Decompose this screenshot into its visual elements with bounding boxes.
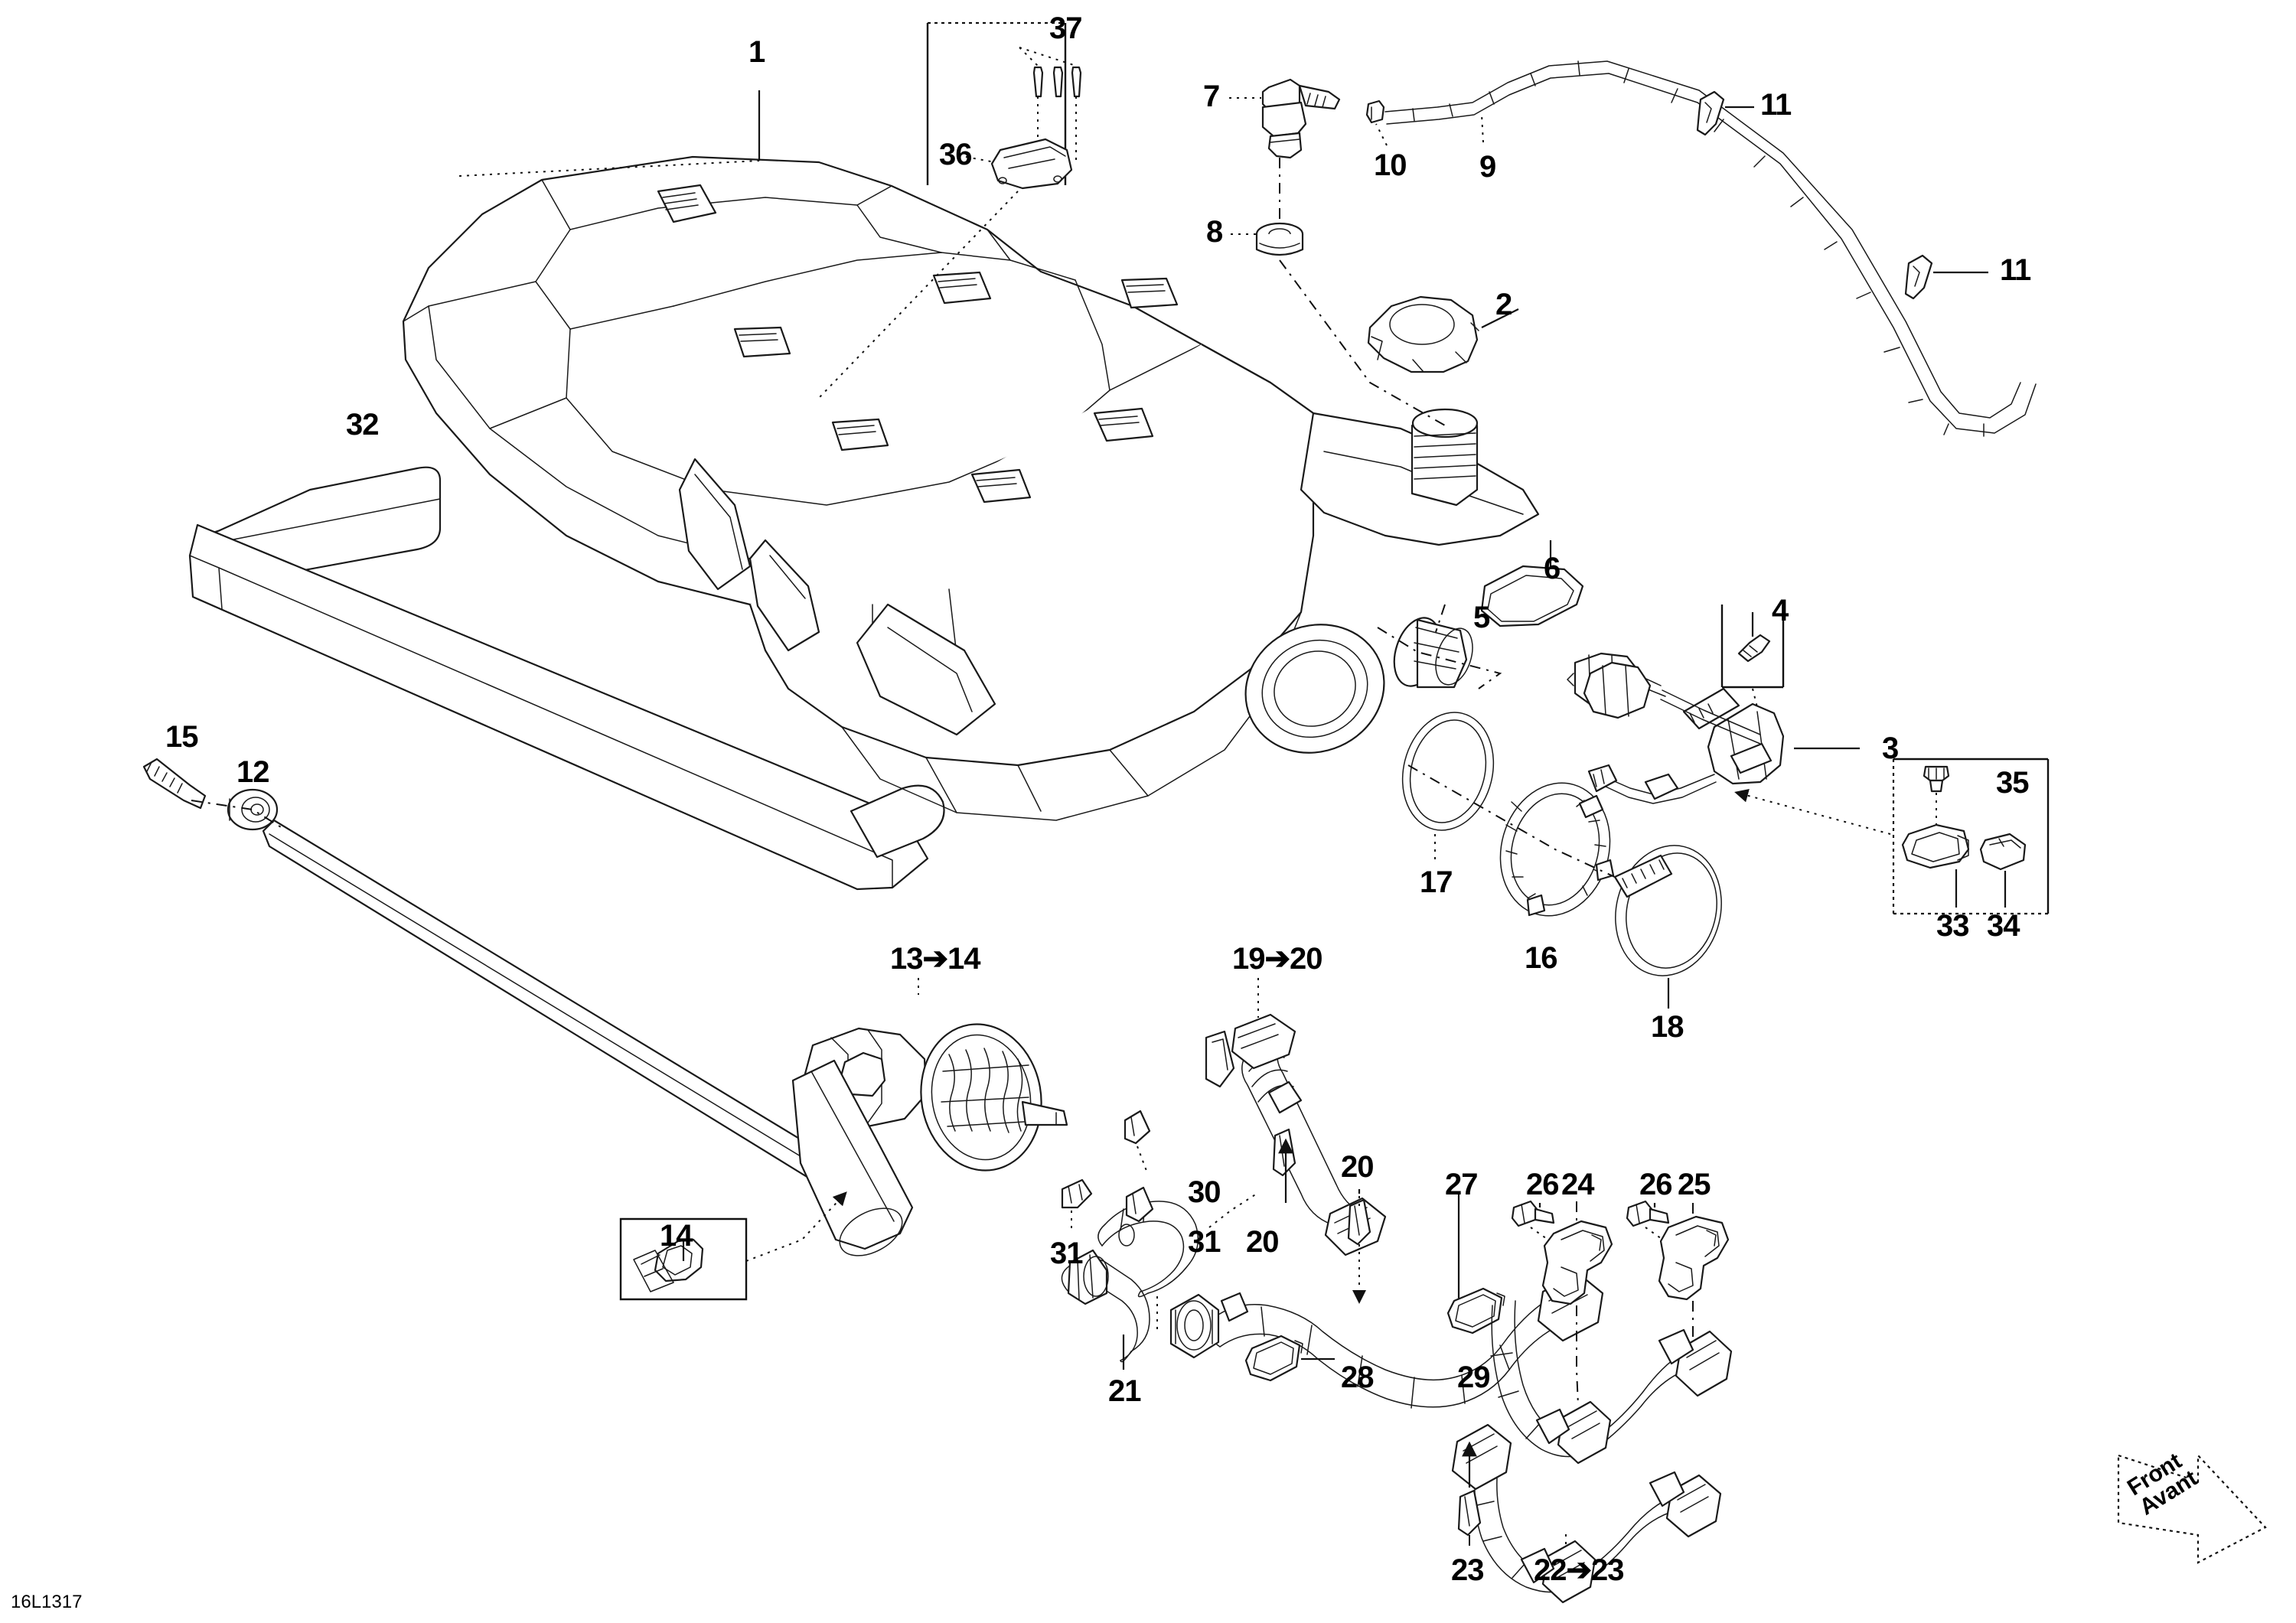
- callout-3: 3: [1882, 732, 1899, 765]
- part-33-clip: [1901, 823, 1970, 869]
- part-27-fuel-line: [1169, 1272, 1604, 1409]
- callout-9: 9: [1479, 150, 1496, 184]
- callout-31-a: 31: [1050, 1237, 1083, 1270]
- callout-1: 1: [748, 35, 765, 69]
- part-20-clamp-a: [1124, 1110, 1151, 1145]
- callout-37: 37: [1049, 11, 1082, 45]
- callout-16: 16: [1525, 941, 1557, 975]
- part-25-bracket: [1658, 1215, 1730, 1301]
- part-14-clamp: [633, 1238, 704, 1292]
- part-20-clamp-b: [1125, 1186, 1154, 1223]
- part-2-fuel-cap: [1367, 295, 1479, 373]
- part-36-bracket: [990, 138, 1073, 190]
- part-26-bolt-b: [1626, 1200, 1670, 1227]
- part-20-marker-left: [1272, 1128, 1296, 1203]
- part-21-elbow: [1061, 1249, 1150, 1363]
- callout-6: 6: [1544, 552, 1561, 585]
- callout-7: 7: [1203, 80, 1220, 113]
- callout-2: 2: [1495, 288, 1512, 321]
- tank-strap-handles: [657, 184, 1179, 504]
- part-20-marker-right: [1347, 1189, 1371, 1304]
- part-26-bolt-a: [1511, 1200, 1555, 1227]
- callout-26-a: 26: [1526, 1168, 1559, 1201]
- callout-29: 29: [1457, 1361, 1490, 1394]
- part-8-grommet: [1255, 222, 1304, 256]
- part-1-fuel-tank: [402, 155, 1540, 821]
- part-29-gasket: [1446, 1287, 1505, 1335]
- callout-10: 10: [1374, 148, 1407, 182]
- part-15-screw: [142, 758, 207, 810]
- part-28-gasket: [1244, 1335, 1303, 1382]
- part-31-clamp-a: [1061, 1178, 1093, 1209]
- callout-8: 8: [1206, 215, 1223, 249]
- part-7-fuel-valve: [1261, 78, 1341, 159]
- part-6-gasket: [1480, 565, 1584, 627]
- part-34-clip: [1979, 833, 2027, 871]
- part-9-vent-hose: [1384, 60, 2037, 437]
- callout-18: 18: [1651, 1010, 1684, 1044]
- part-16-lock-ring: [1499, 782, 1615, 917]
- part-4-screw: [1737, 634, 1771, 663]
- inset-box-37: [818, 21, 1082, 399]
- part-11-clamp-b: [1904, 254, 1933, 300]
- callout-20-a: 20: [1341, 1150, 1374, 1184]
- callout-31-b: 31: [1188, 1225, 1221, 1259]
- callout-26-b: 26: [1639, 1168, 1672, 1201]
- part-23-clamp-marker: [1457, 1441, 1482, 1547]
- callout-15: 15: [165, 720, 198, 754]
- callout-22-to-23: 22➔23: [1534, 1553, 1624, 1587]
- callout-30: 30: [1188, 1175, 1221, 1209]
- callout-4: 4: [1772, 594, 1789, 627]
- callout-36: 36: [939, 138, 972, 171]
- part-5-flange: [1393, 617, 1473, 689]
- part-18-clamp-ring: [1613, 845, 1722, 976]
- inset-box-14: [619, 1191, 847, 1301]
- callout-13-to-14: 13➔14: [890, 942, 980, 976]
- part-32-runner-boards: [188, 466, 945, 891]
- callout-5: 5: [1473, 601, 1490, 634]
- inset-box-35: [1734, 758, 2050, 915]
- pump-filter-detail: [941, 1048, 1029, 1133]
- callout-28: 28: [1341, 1361, 1374, 1394]
- callout-25: 25: [1678, 1168, 1711, 1201]
- diagram-code: 16L1317: [11, 1592, 83, 1612]
- front-avant-arrow: [2117, 1453, 2267, 1564]
- part-17-o-ring: [1401, 712, 1495, 831]
- callout-19-to-20: 19➔20: [1232, 942, 1322, 976]
- callout-20-b: 20: [1246, 1225, 1279, 1259]
- part-12-grommet: [227, 788, 279, 831]
- callout-24: 24: [1561, 1168, 1594, 1201]
- part-13-14-pump-module: [791, 1023, 1068, 1256]
- callout-17: 17: [1420, 865, 1453, 899]
- callout-11-a: 11: [1760, 88, 1792, 122]
- part-11-clamp-a: [1696, 90, 1725, 136]
- part-37-screws: [1032, 66, 1082, 98]
- callout-14: 14: [660, 1219, 693, 1253]
- part-24-bracket: [1541, 1220, 1613, 1305]
- part-30-elbow-hose: [1097, 1201, 1199, 1298]
- part-35-screw: [1923, 765, 1950, 793]
- part-19-20-hose: [1205, 1013, 1387, 1256]
- callout-27: 27: [1445, 1168, 1478, 1201]
- tank-filler-neck: [1411, 408, 1479, 507]
- part-4-float: [1583, 661, 1652, 719]
- callout-33: 33: [1936, 909, 1969, 943]
- callout-21: 21: [1108, 1374, 1141, 1408]
- callout-11-b: 11: [2000, 253, 2031, 287]
- callout-12: 12: [236, 755, 269, 789]
- callout-32: 32: [346, 408, 379, 442]
- callout-35: 35: [1996, 766, 2029, 800]
- part-12-rod: [262, 819, 882, 1212]
- hose-assembly-upper: [1490, 1300, 1733, 1465]
- callout-34: 34: [1987, 909, 2020, 943]
- part-10-fitting: [1365, 99, 1385, 124]
- callout-23: 23: [1451, 1553, 1484, 1587]
- tank-pump-opening: [1244, 624, 1385, 754]
